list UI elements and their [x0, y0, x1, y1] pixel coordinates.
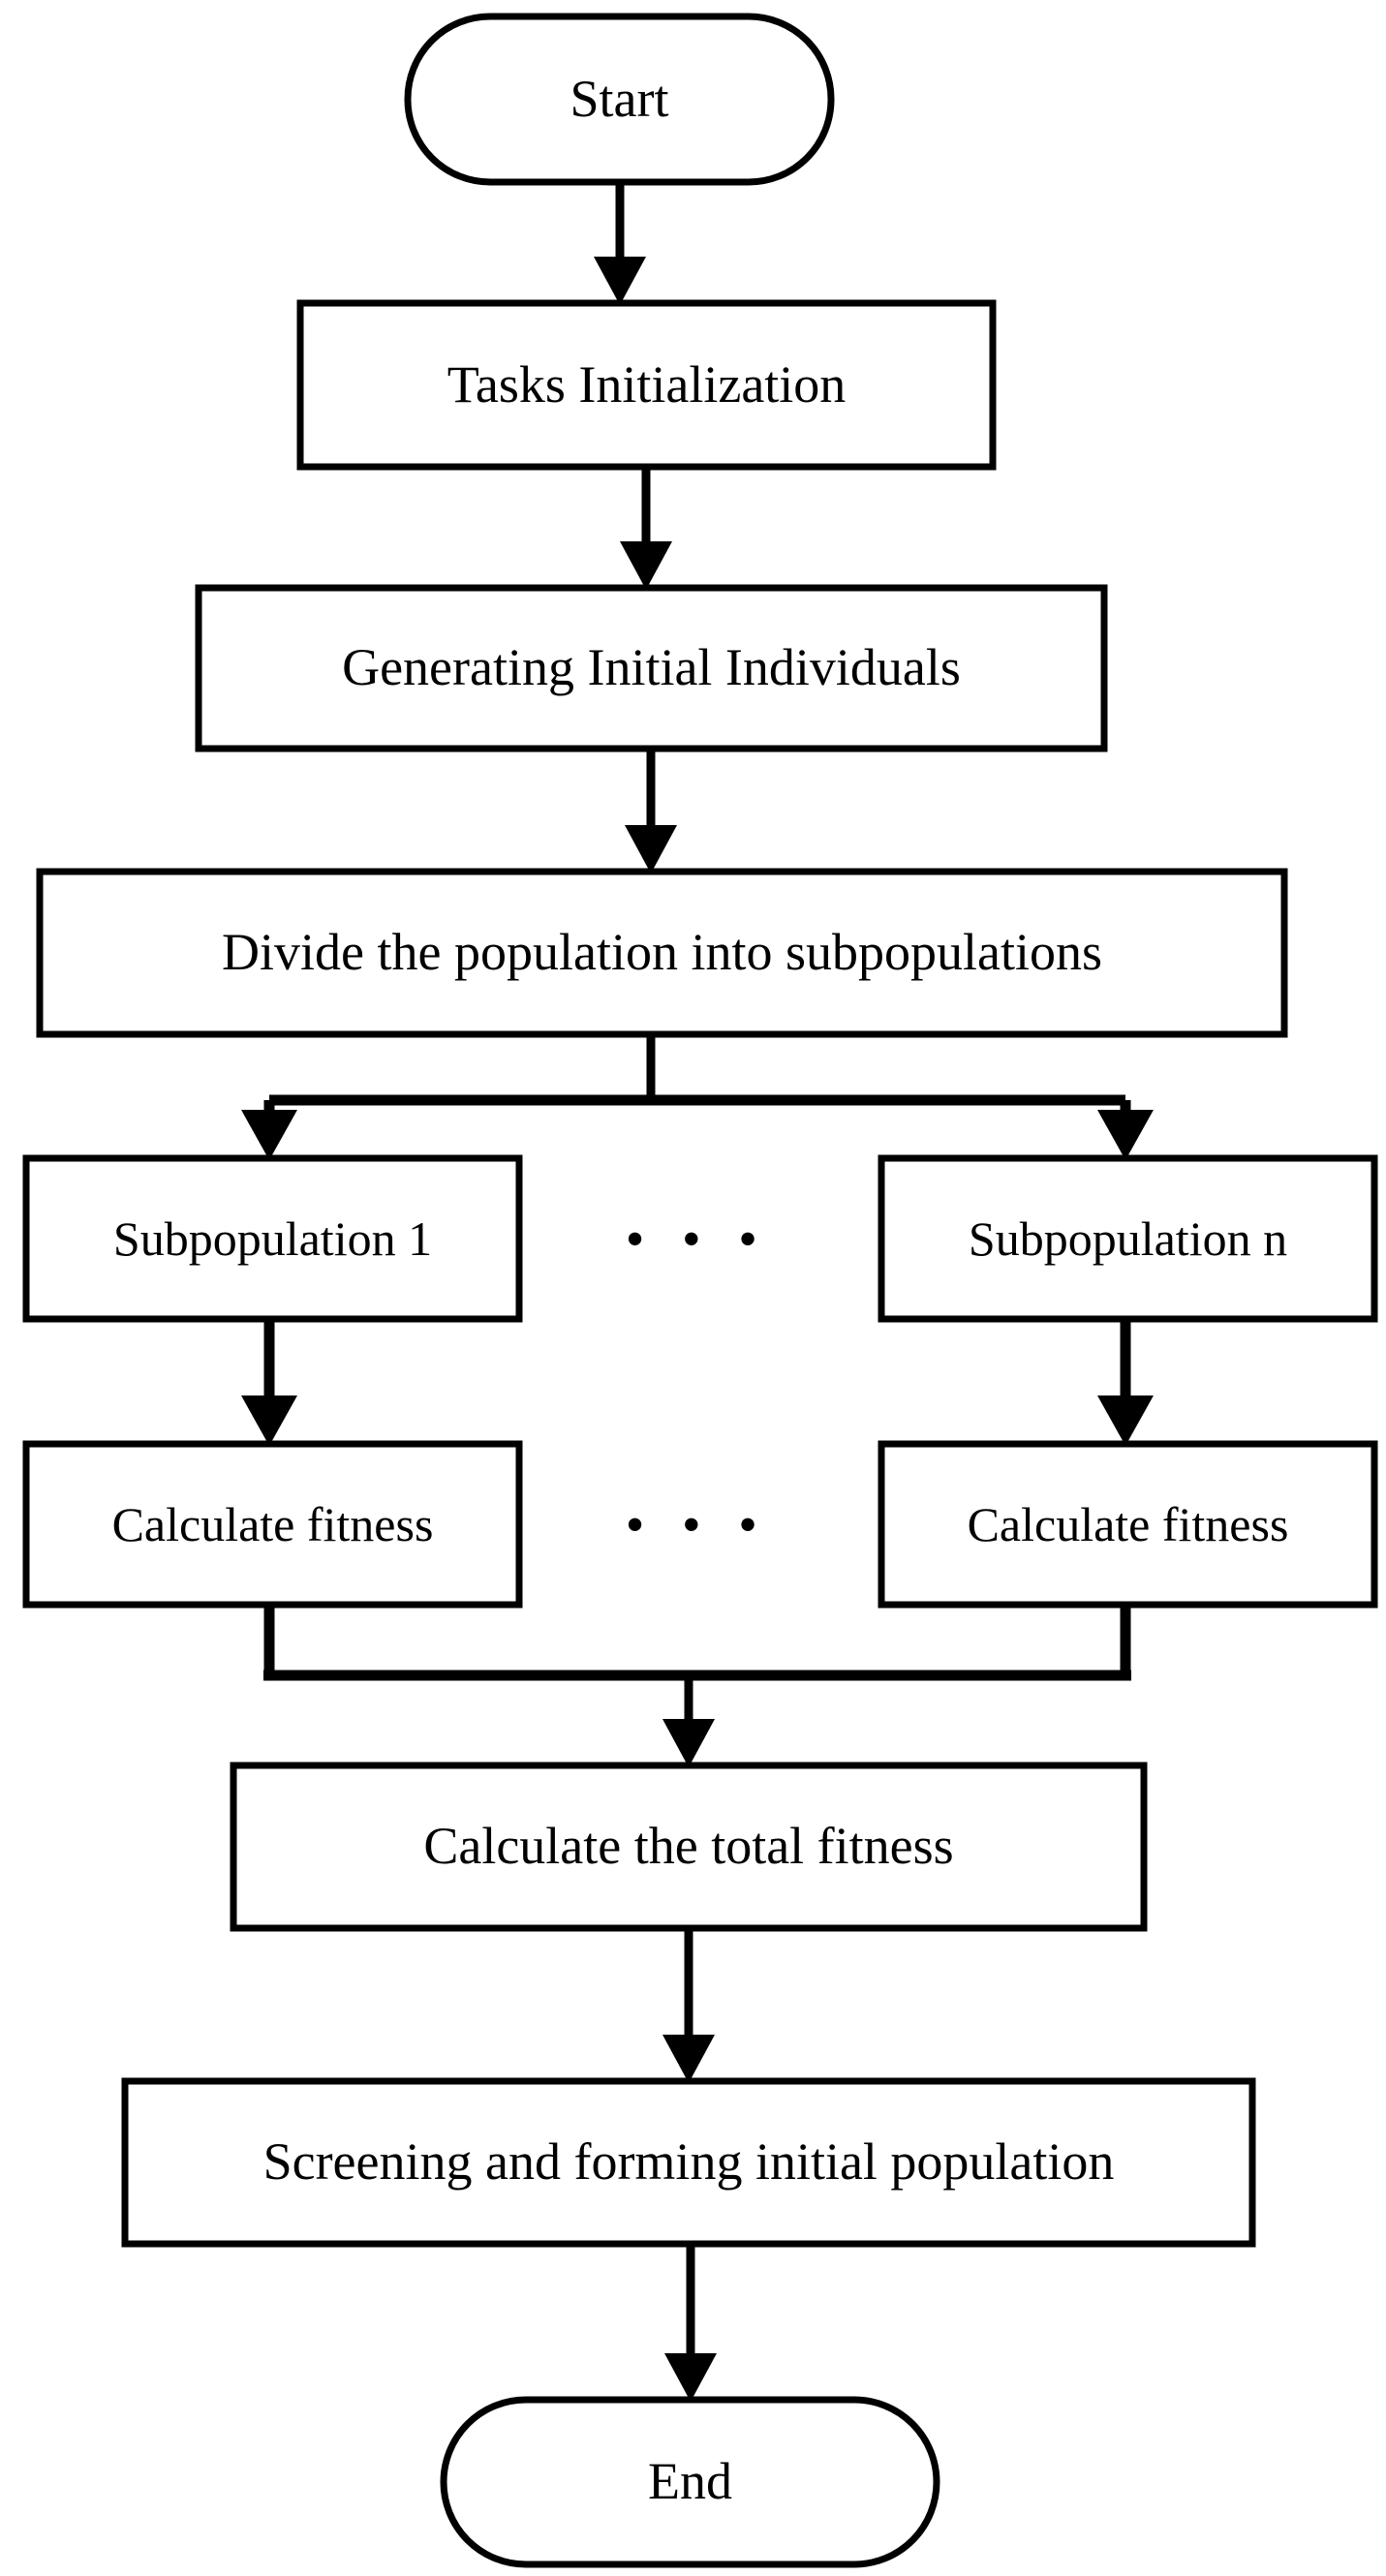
edge-calcfit-merge [263, 1605, 1131, 1767]
edge-start-tasks [594, 182, 646, 305]
ellipsis-subpopulations: • • • [625, 1210, 770, 1270]
edge-calctotal-screening [662, 1928, 715, 2083]
edge-divide-split [241, 1034, 1154, 1160]
node-shape-divide-pop[interactable] [36, 868, 1288, 1038]
edge-tasks-gen [620, 467, 672, 590]
node-shape-gen-initial[interactable] [195, 584, 1108, 752]
node-label-screening: Screening and forming initial population [262, 2132, 1115, 2192]
edge-subpopn-calcfitn [1097, 1319, 1154, 1446]
node-label-subpop-1: Subpopulation 1 [112, 1211, 433, 1266]
node-label-tasks-init: Tasks Initialization [447, 354, 847, 414]
node-shape-tasks-init[interactable] [296, 299, 997, 471]
node-label-calc-fit-n: Calculate fitness [967, 1496, 1289, 1551]
node-label-calc-total: Calculate the total fitness [423, 1817, 954, 1876]
node-label-calc-fit-1: Calculate fitness [111, 1496, 434, 1551]
ellipsis-calculate-fitness: • • • [625, 1495, 770, 1555]
node-shape-screening[interactable] [121, 2077, 1256, 2248]
node-label-end: End [648, 2452, 732, 2511]
edge-gen-divide [625, 749, 677, 874]
node-label-start: Start [570, 69, 669, 128]
node-label-divide-pop: Divide the population into subpopulation… [222, 923, 1102, 982]
node-label-gen-initial: Generating Initial Individuals [342, 638, 961, 697]
node-shape-calc-total[interactable] [230, 1762, 1148, 1932]
edge-subpop1-calcfit1 [241, 1319, 297, 1446]
edge-screening-end [664, 2244, 717, 2402]
node-shape-calc-fit-n[interactable] [878, 1440, 1378, 1609]
node-label-subpop-n: Subpopulation n [968, 1211, 1288, 1266]
